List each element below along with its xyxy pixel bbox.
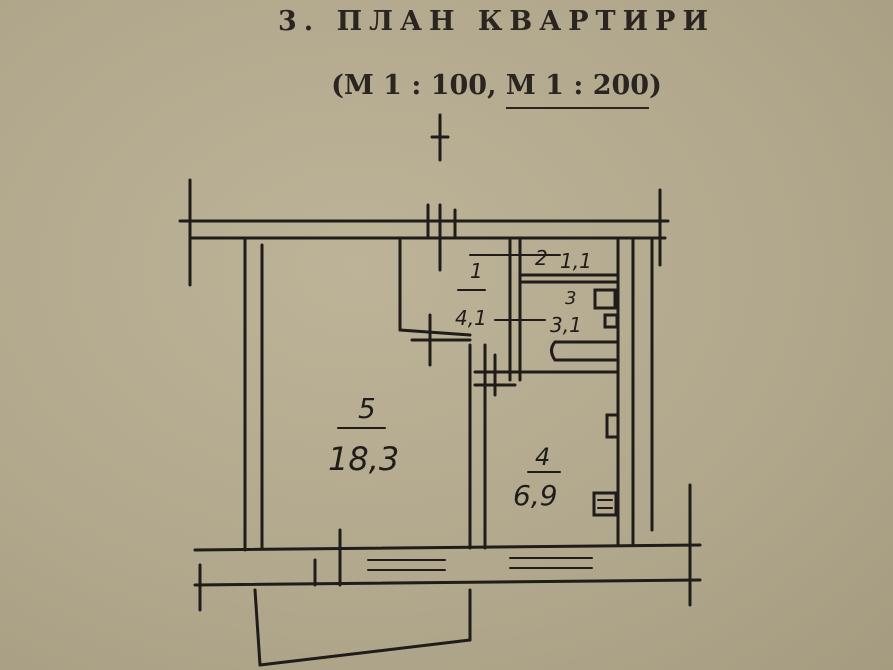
north-arrow <box>430 113 450 162</box>
room-2-number: 2 <box>535 246 548 270</box>
kitchen-sink-icon <box>605 413 620 439</box>
room-5-number: 5 <box>358 392 376 425</box>
right-wall <box>616 236 654 547</box>
room-1-area: 4,1 <box>455 306 487 330</box>
balcony <box>253 588 472 667</box>
room-3-area: 3,1 <box>550 313 582 337</box>
plan-title: 3. ПЛАН КВАРТИРИ <box>278 6 715 37</box>
room-5-area: 18,3 <box>328 440 399 478</box>
sink-icon <box>593 288 619 329</box>
scale-prefix: (М 1 : 100, <box>331 70 506 101</box>
room-3-number: 3 <box>565 288 576 309</box>
room-4-area: 6,9 <box>513 479 558 512</box>
scale-underlined: М 1 : 200 <box>505 70 650 109</box>
bottom-wall <box>193 483 702 612</box>
plan-scale: (М 1 : 100, М 1 : 200) <box>0 70 893 109</box>
left-wall <box>243 236 264 552</box>
room-1-number: 1 <box>470 259 483 283</box>
top-wall <box>178 178 670 287</box>
room-2-area: 1,1 <box>560 249 592 273</box>
scale-suffix: ) <box>649 70 662 101</box>
stove-icon <box>592 491 618 517</box>
interior-walls <box>398 236 620 550</box>
room-4-number: 4 <box>535 443 550 471</box>
bathtub-icon <box>550 340 620 362</box>
